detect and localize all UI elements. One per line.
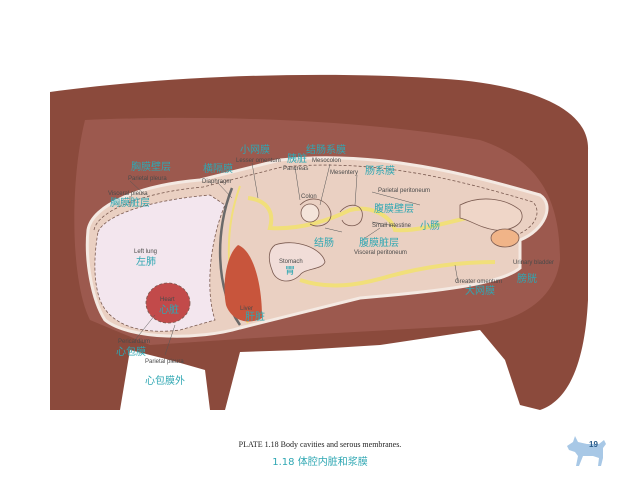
label-diaphragm-en: Diaphragm xyxy=(202,179,231,185)
label-stomach-en: Stomach xyxy=(279,259,303,265)
plate-caption-cn: 1.18 体腔内脏和浆膜 xyxy=(272,457,368,468)
label-mesentery-cn: 肠系膜 xyxy=(365,165,395,177)
label-parietal-pleura-low-en: Parietal pleura xyxy=(145,359,184,365)
mesentery-loops xyxy=(299,198,363,227)
label-diaphragm-cn: 横隔膜 xyxy=(203,162,233,175)
colon xyxy=(300,203,320,223)
label-left-lung-en: Left lung xyxy=(134,249,157,255)
label-liver-cn: 肝脏 xyxy=(245,310,265,323)
label-visceral-pleura-cn: 胸膜脏层 xyxy=(110,196,150,209)
label-mesocolon-cn: 结肠系膜 xyxy=(306,143,346,156)
label-stomach-cn: 胃 xyxy=(285,265,295,277)
peritoneum-membrane xyxy=(247,196,501,288)
label-pericardium-cn: 心包膜 xyxy=(116,345,146,358)
label-parietal-peritoneum-cn: 腹膜壁层 xyxy=(374,202,414,215)
label-lesser-omentum-en: Lesser omentum xyxy=(236,158,281,164)
label-mesentery-en: Mesentery xyxy=(330,170,358,176)
intestines xyxy=(459,198,523,231)
label-left-lung-cn: 左肺 xyxy=(136,255,156,268)
label-small-intestine-en: Small intestine xyxy=(372,223,412,229)
label-visceral-peritoneum-en: Visceral peritoneum xyxy=(354,250,407,256)
page-number: 19 xyxy=(589,440,598,449)
label-mesocolon-en: Mesocolon xyxy=(312,158,341,164)
label-small-intestine-cn: 小肠 xyxy=(420,220,440,232)
label-pericardium-en: Pericardium xyxy=(118,339,150,345)
label-lesser-omentum-cn: 小网膜 xyxy=(240,144,270,156)
label-liver-en: Liver xyxy=(240,306,253,312)
label-parietal-pleura-top-en: Parietal pleura xyxy=(128,176,167,182)
label-visceral-peritoneum-cn: 腹膜脏层 xyxy=(359,236,399,249)
label-colon-en: Colon xyxy=(301,194,317,200)
label-urinary-bladder-en: Urinary bladder xyxy=(513,260,554,266)
label-parietal-peritoneum-en: Parietal peritoneum xyxy=(378,188,430,194)
label-pancreas-en: Pancreas xyxy=(283,166,308,172)
cavity-dashed-border xyxy=(93,164,538,237)
plate-caption-en: PLATE 1.18 Body cavities and serous memb… xyxy=(238,440,402,449)
dog-silhouette-icon xyxy=(567,436,606,466)
label-greater-omentum-en: Greater omentum xyxy=(455,279,502,285)
label-colon-cn: 结肠 xyxy=(314,236,334,249)
label-pancreas-cn: 胰脏 xyxy=(287,152,307,165)
label-parietal-pleura-low-cn: 心包膜外 xyxy=(145,374,185,387)
label-greater-omentum-cn: 大网膜 xyxy=(465,284,495,297)
urinary-bladder xyxy=(490,228,520,248)
label-parietal-pleura-top-cn: 胸膜壁层 xyxy=(131,160,171,173)
label-heart-en: Heart xyxy=(160,297,175,303)
stomach xyxy=(268,242,326,282)
liver xyxy=(224,245,262,322)
label-urinary-bladder-cn: 膀胱 xyxy=(517,272,537,285)
label-heart-cn: 心脏 xyxy=(159,303,179,316)
thoracic-cavity xyxy=(94,194,226,332)
heart xyxy=(145,282,191,324)
label-visceral-pleura-en: Visceral pleura xyxy=(108,191,148,197)
